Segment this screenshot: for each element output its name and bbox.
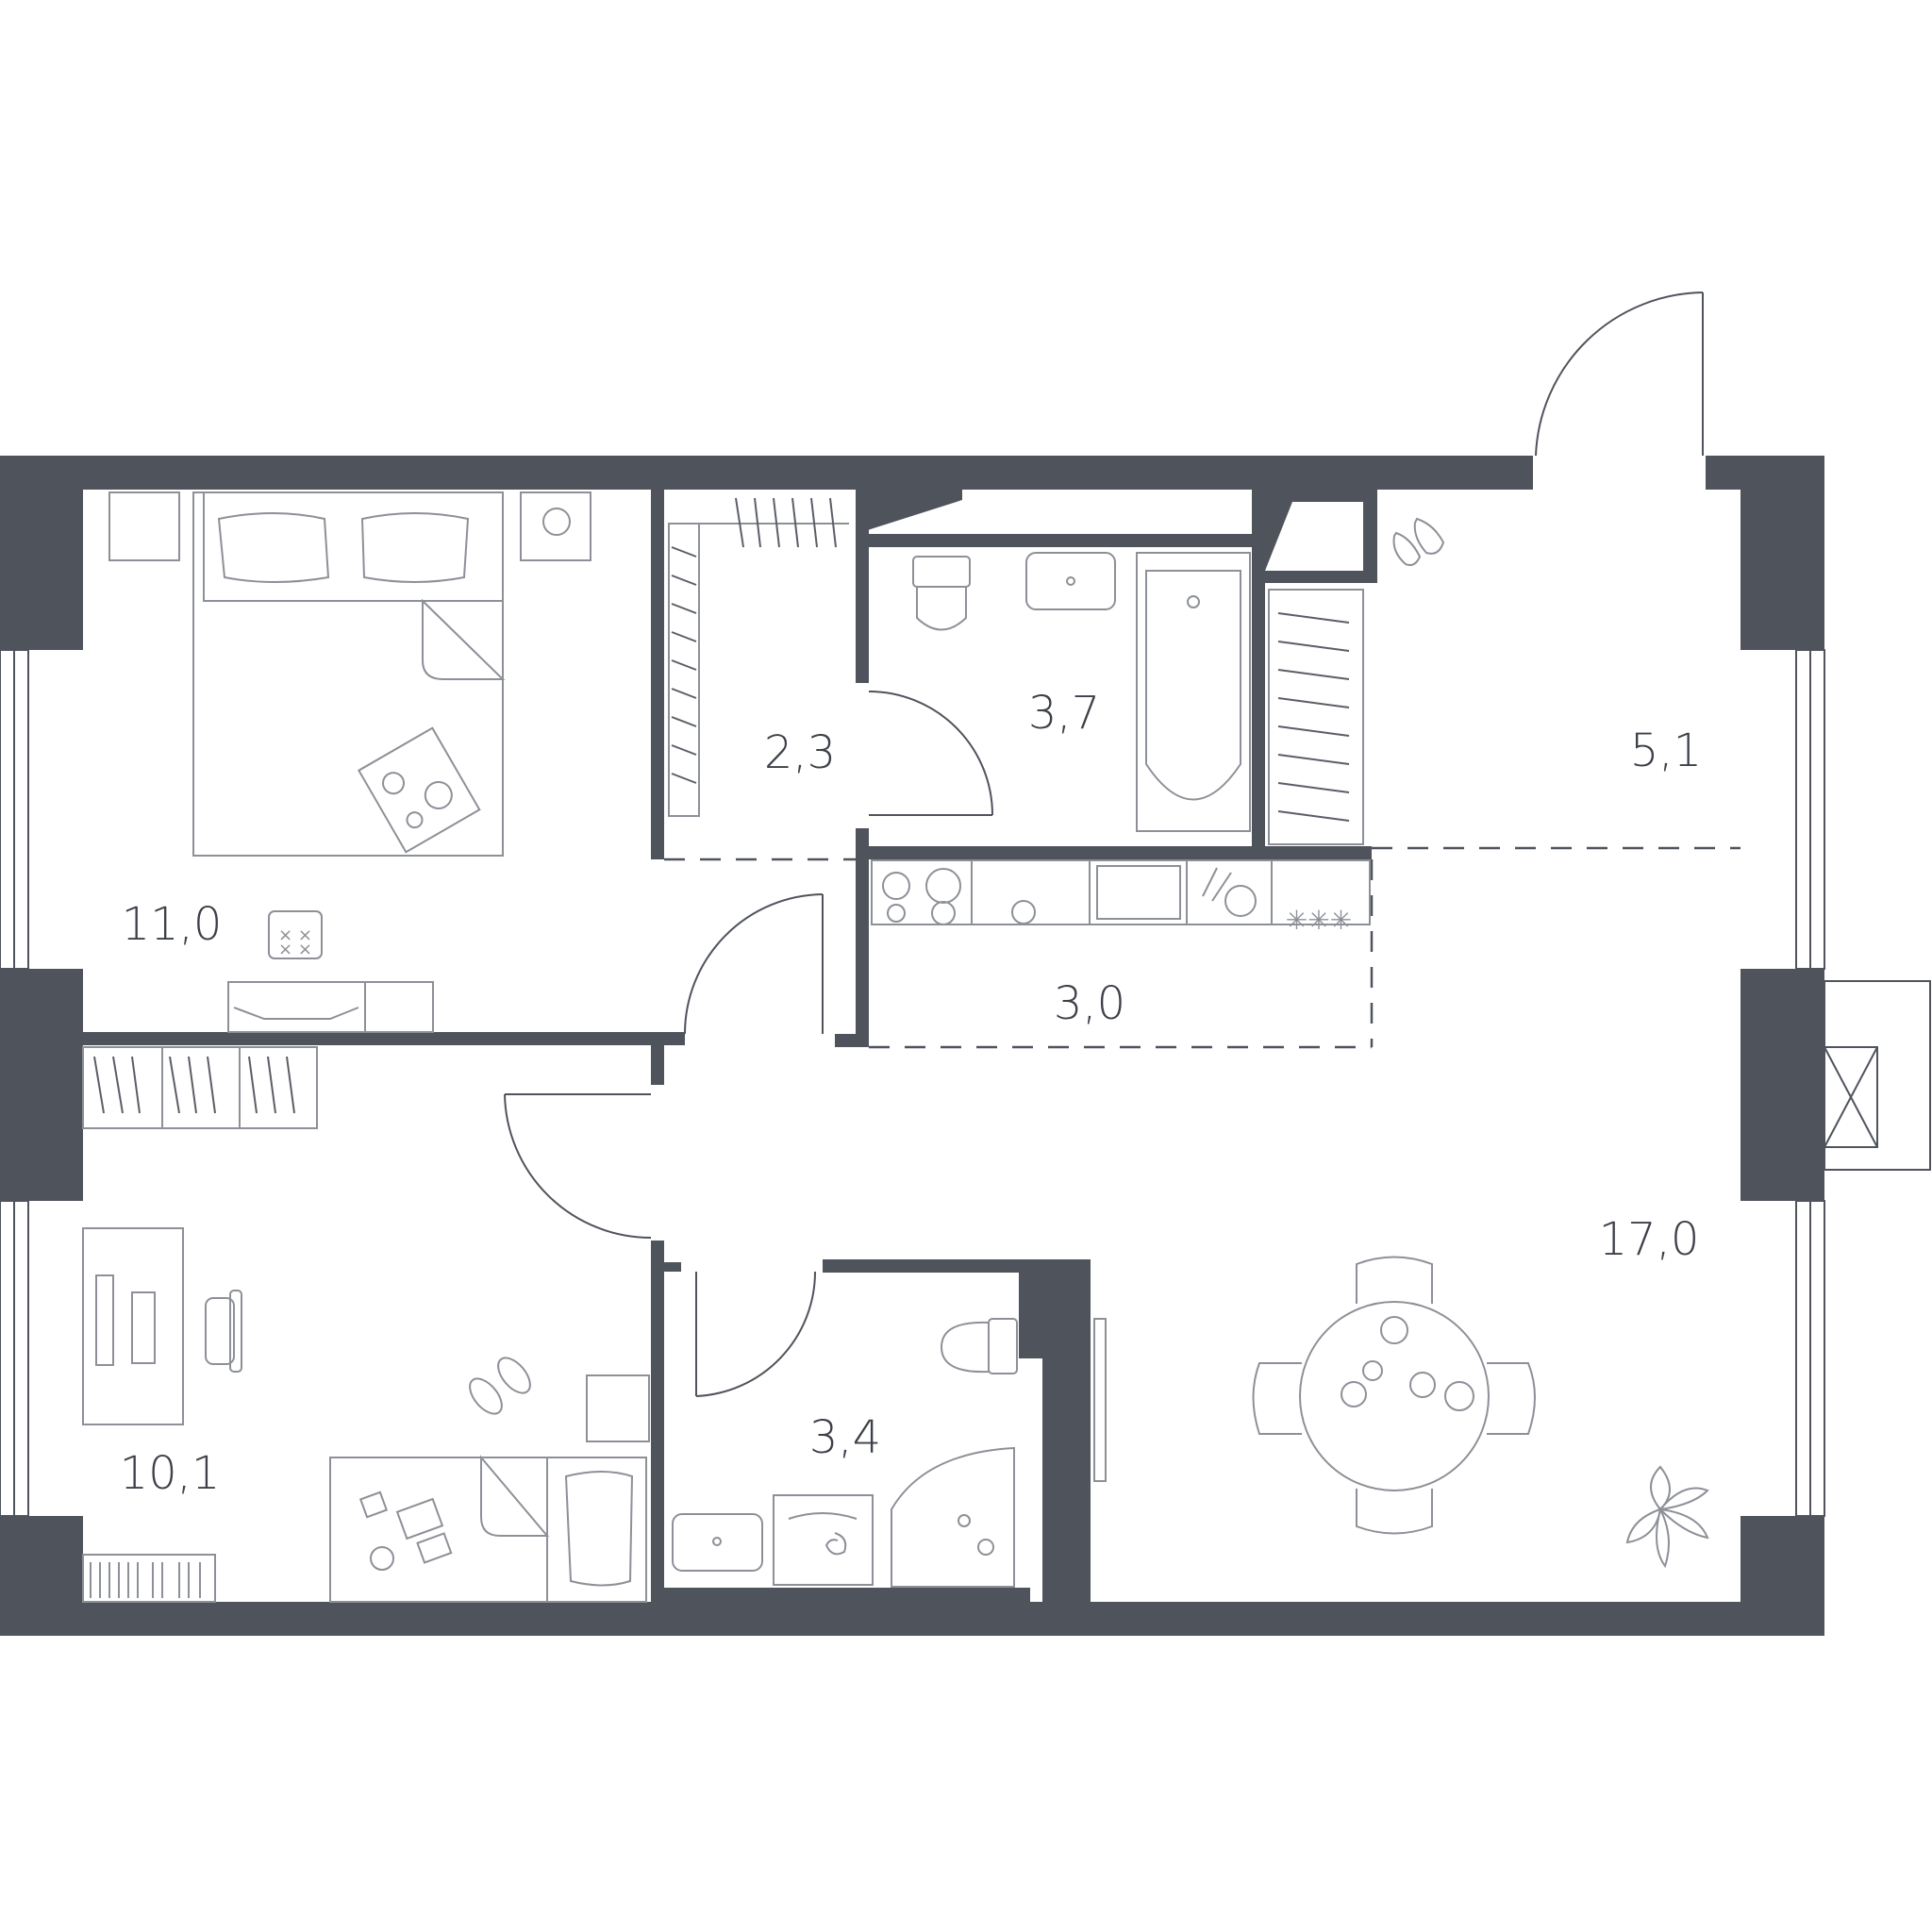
- outer-walls: [0, 456, 1824, 1636]
- pumpkin-icon: [1224, 885, 1257, 917]
- area-label-hall: 5,1: [1630, 724, 1702, 777]
- toilet-room-fixtures: [672, 1318, 1107, 1588]
- bed: [192, 491, 506, 857]
- dresser: [227, 981, 434, 1033]
- wardrobe-door[interactable]: [868, 691, 993, 816]
- shower-icon: [891, 1446, 1015, 1588]
- nightstand-left: [108, 491, 180, 561]
- herbs-icon: [1202, 867, 1232, 902]
- svg-text:× ×: × ×: [278, 940, 312, 959]
- wc-icon: [940, 1318, 1018, 1374]
- interior-walls: [83, 490, 1377, 1602]
- side-table: [586, 1374, 650, 1442]
- sink-icon: [1025, 552, 1116, 610]
- children-room-furniture: [82, 1046, 650, 1603]
- svg-text:✳✳✳: ✳✳✳: [1286, 905, 1352, 936]
- plant-icon: [542, 508, 571, 536]
- radiator-icon: [1093, 1318, 1107, 1482]
- toilet-icon: [912, 556, 971, 631]
- breakfast-tray-icon: [357, 726, 481, 854]
- hall-closet: [1268, 517, 1445, 845]
- nightstand-right: [520, 491, 591, 561]
- room-labels: 11,0 2,3 3,7 5,1 3,0 10,1 3,4 17,0: [120, 687, 1703, 1500]
- wardrobe-closet: [668, 497, 849, 817]
- kitchen-tap-icon: [1011, 900, 1036, 924]
- windows: [0, 649, 1825, 1517]
- area-label-kitchen: 3,0: [1054, 977, 1125, 1030]
- sneakers-icon: [1392, 517, 1445, 566]
- bathroom-fixtures: [912, 552, 1251, 832]
- ottoman: × × × ×: [268, 910, 323, 959]
- bookshelf: [82, 1554, 216, 1603]
- toilet-door[interactable]: [695, 1271, 817, 1397]
- living-room-furniture: [1252, 1256, 1709, 1569]
- area-label-wardrobe: 2,3: [764, 726, 836, 779]
- zone-lines: [664, 846, 1740, 1049]
- toys-icon: [358, 1491, 453, 1571]
- washbasin-icon: [672, 1513, 763, 1572]
- bathtub-icon: [1136, 552, 1251, 832]
- area-label-toilet: 3,4: [809, 1411, 881, 1464]
- kitchen-counter: ✳✳✳: [871, 859, 1371, 936]
- area-label-bedroom: 11,0: [122, 898, 223, 951]
- bedroom-furniture: × × × ×: [108, 491, 591, 1033]
- area-label-living-room: 17,0: [1599, 1213, 1700, 1266]
- desk: [82, 1227, 242, 1425]
- children-bed: [329, 1455, 647, 1603]
- stove-icon: [882, 868, 961, 925]
- chair-icon: [205, 1290, 242, 1373]
- ventilation-box: [1824, 980, 1931, 1171]
- washing-machine-icon: [773, 1494, 874, 1586]
- bedroom-door[interactable]: [684, 893, 824, 1035]
- kitchen-sink-icon: [1096, 865, 1181, 920]
- dining-table: [1252, 1256, 1536, 1535]
- area-label-children-room: 10,1: [120, 1447, 221, 1500]
- wardrobe-children: [82, 1046, 318, 1129]
- svg-text:× ×: × ×: [278, 925, 312, 945]
- plant-icon: [1625, 1465, 1709, 1569]
- children-room-door[interactable]: [504, 1093, 652, 1239]
- slippers-icon: [469, 1357, 531, 1415]
- area-label-bathroom: 3,7: [1028, 687, 1100, 740]
- entrance-door[interactable]: [1535, 291, 1704, 457]
- doors: [504, 291, 1704, 1397]
